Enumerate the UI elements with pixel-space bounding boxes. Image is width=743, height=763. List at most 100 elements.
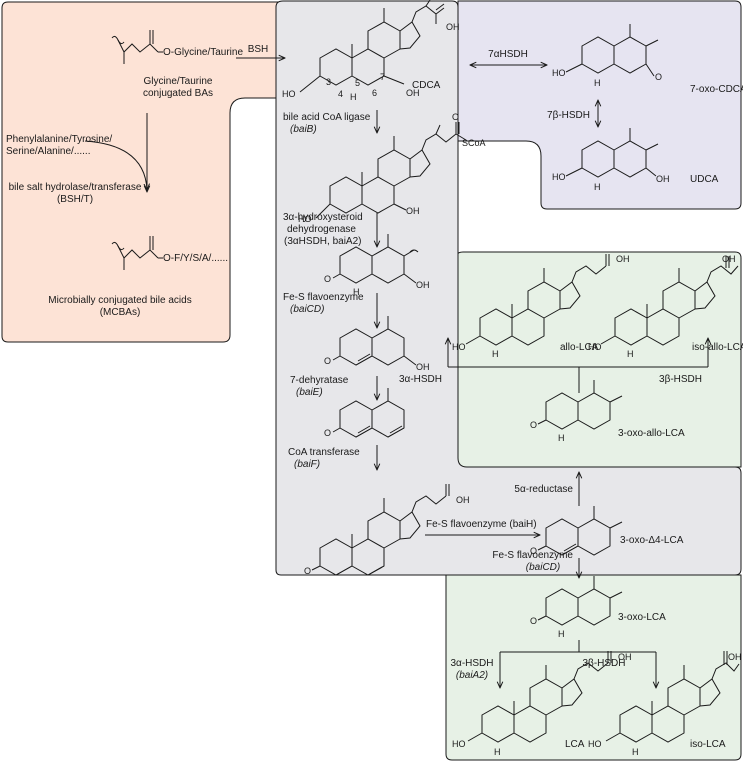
- bsht-label-line2: (BSH/T): [57, 194, 93, 205]
- step-1-name: bile acid CoA ligase: [283, 112, 371, 123]
- oxo-lca-h: H: [558, 629, 565, 639]
- diene-acid-o: O: [304, 566, 311, 576]
- step-3-name: Fe-S flavoenzyme: [283, 292, 364, 303]
- baih-label: Fe-S flavoenzyme (baiH): [426, 519, 537, 530]
- lca-3b-hsdh-label: 3β-HSDH: [583, 658, 626, 669]
- iso-lca-ho: HO: [588, 739, 602, 749]
- bsh-label: BSH: [248, 44, 269, 55]
- oxo-lca-label: 3-oxo-LCA: [618, 612, 666, 623]
- 5a-reductase-label: 5α-reductase: [514, 484, 573, 495]
- lca-oh: OH: [618, 652, 632, 662]
- cdca-7-oh: OH: [406, 88, 420, 98]
- udca-ho: HO: [552, 172, 566, 182]
- ring-number-5: 5: [355, 78, 360, 88]
- 7a-hsdh-label: 7αHSDH: [488, 49, 528, 60]
- iso-allo-lca-h: H: [627, 349, 634, 359]
- oxo-delta4-lca-label: 3-oxo-Δ4-LCA: [620, 535, 684, 546]
- step-2-name-line2: dehydrogenase: [287, 224, 356, 235]
- allo-lca-ho: HO: [452, 342, 466, 352]
- lca-3a-gene-label: (baiA2): [456, 670, 488, 681]
- lca-ho: HO: [452, 739, 466, 749]
- lca-label: LCA: [565, 739, 585, 750]
- 7-oxo-cdca-label: 7-oxo-CDCA: [690, 84, 743, 95]
- ring-number-6: 6: [372, 88, 377, 98]
- allo-panel: [455, 251, 742, 468]
- conjugated-bas-label-line2: conjugated BAs: [143, 88, 213, 99]
- mcba-structure: [111, 236, 163, 270]
- allo-lca-label: allo-LCA: [560, 342, 599, 353]
- cdca-label: CDCA: [412, 80, 441, 91]
- coa-o-label: O: [452, 112, 459, 122]
- oxo-delta4-lca-structure: [537, 506, 623, 556]
- oxo-allo-lca-h: H: [558, 433, 565, 443]
- oxo-intermediate-o: O: [324, 274, 331, 284]
- 7-oxo-cdca-structure: [565, 24, 659, 77]
- mcba-label-line1: Microbially conjugated bile acids: [48, 295, 191, 306]
- mcba-label-line2: (MCBAs): [100, 307, 141, 318]
- step-2-gene: (3αHSDH, baiA2): [284, 236, 361, 247]
- udca-structure: [565, 128, 659, 178]
- step-5-name: CoA transferase: [288, 447, 360, 458]
- udca-h: H: [594, 182, 601, 192]
- step-4-name: 7-dehyratase: [290, 375, 349, 386]
- coa-7-oh: OH: [406, 206, 420, 216]
- step-3-gene: (baiCD): [290, 304, 324, 315]
- oxo-intermediate-oh: OH: [416, 280, 430, 290]
- iso-lca-oh: OH: [728, 652, 742, 662]
- 3-oxo-diene-acid-structure: [311, 484, 450, 576]
- lca-structure: [467, 651, 612, 743]
- delta4-intermediate-oh: OH: [416, 362, 430, 372]
- ring-number-4: 4: [338, 89, 343, 99]
- amino-acids-label-line2: Serine/Alanine/......: [6, 146, 91, 157]
- 3-oxo-intermediate-structure: [332, 234, 419, 284]
- oxo-lca-o: O: [530, 616, 537, 626]
- diene-intermediate-structure: [332, 388, 405, 438]
- step-1-gene: (baiB): [290, 124, 317, 135]
- cdca-5-h: H: [350, 92, 357, 102]
- 7-oxo-cdca-o: O: [655, 72, 662, 82]
- step-4-gene: (baiE): [296, 387, 323, 398]
- conjugated-bas-label-line1: Glycine/Taurine: [144, 76, 213, 87]
- baicd-enzyme-label: Fe-S flavoenzyme: [492, 550, 573, 561]
- mcba-substituent: O-F/Y/S/A/......: [163, 253, 228, 264]
- ring-number-3: 3: [326, 77, 331, 87]
- 7-oxo-cdca-h: H: [594, 78, 601, 88]
- 7b-hsdh-label: 7β-HSDH: [547, 110, 590, 121]
- 3-oxo-lca-structure: [537, 576, 623, 626]
- iso-allo-lca-structure: [600, 256, 739, 346]
- allo-lca-structure: [465, 254, 610, 346]
- bsht-label-line1: bile salt hydrolase/transferase: [9, 182, 142, 193]
- amino-acids-label-line1: Phenylalanine/Tyrosine/: [6, 134, 112, 145]
- cdca-coa-structure: [315, 122, 467, 219]
- step-5-gene: (baiF): [294, 459, 320, 470]
- reaction-arrows: [84, 58, 708, 688]
- glycine-taurine-conjugated-ba-structure: [111, 30, 163, 64]
- scoa-label: SCoA: [462, 138, 486, 148]
- iso-lca-label: iso-LCA: [690, 739, 726, 750]
- lca-3a-hsdh-label: 3α-HSDH: [450, 658, 493, 669]
- ring-number-7: 7: [380, 72, 385, 82]
- diene-acid-oh: OH: [456, 495, 470, 505]
- udca-oh: OH: [656, 174, 670, 184]
- iso-allo-lca-label: iso-allo-LCA: [692, 342, 743, 353]
- oxo-allo-lca-o: O: [530, 420, 537, 430]
- oxo-intermediate-h: H: [353, 287, 360, 297]
- iso-allo-lca-ho: HO: [588, 342, 602, 352]
- delta4-intermediate-o: O: [324, 356, 331, 366]
- 3-oxo-allo-lca-structure: [537, 380, 623, 430]
- step-2-name-line1: 3α-hydroxysteroid: [283, 212, 363, 223]
- coa-ho: HO: [298, 214, 312, 224]
- 7-oxo-cdca-ho: HO: [552, 68, 566, 78]
- allo-3a-hsdh-label: 3α-HSDH: [399, 374, 442, 385]
- baicd-gene-label: (baiCD): [526, 562, 560, 573]
- lca-h: H: [494, 747, 501, 757]
- oxo-allo-lca-label: 3-oxo-allo-LCA: [618, 428, 685, 439]
- diene-intermediate-o: O: [324, 428, 331, 438]
- cdca-ho: HO: [282, 89, 296, 99]
- glycine-taurine-substituent: O-Glycine/Taurine: [163, 47, 243, 58]
- cdca-acid-oh: OH: [446, 22, 460, 32]
- udca-label: UDCA: [690, 174, 719, 185]
- iso-lca-h: H: [632, 747, 639, 757]
- cdca-structure: [299, 0, 445, 93]
